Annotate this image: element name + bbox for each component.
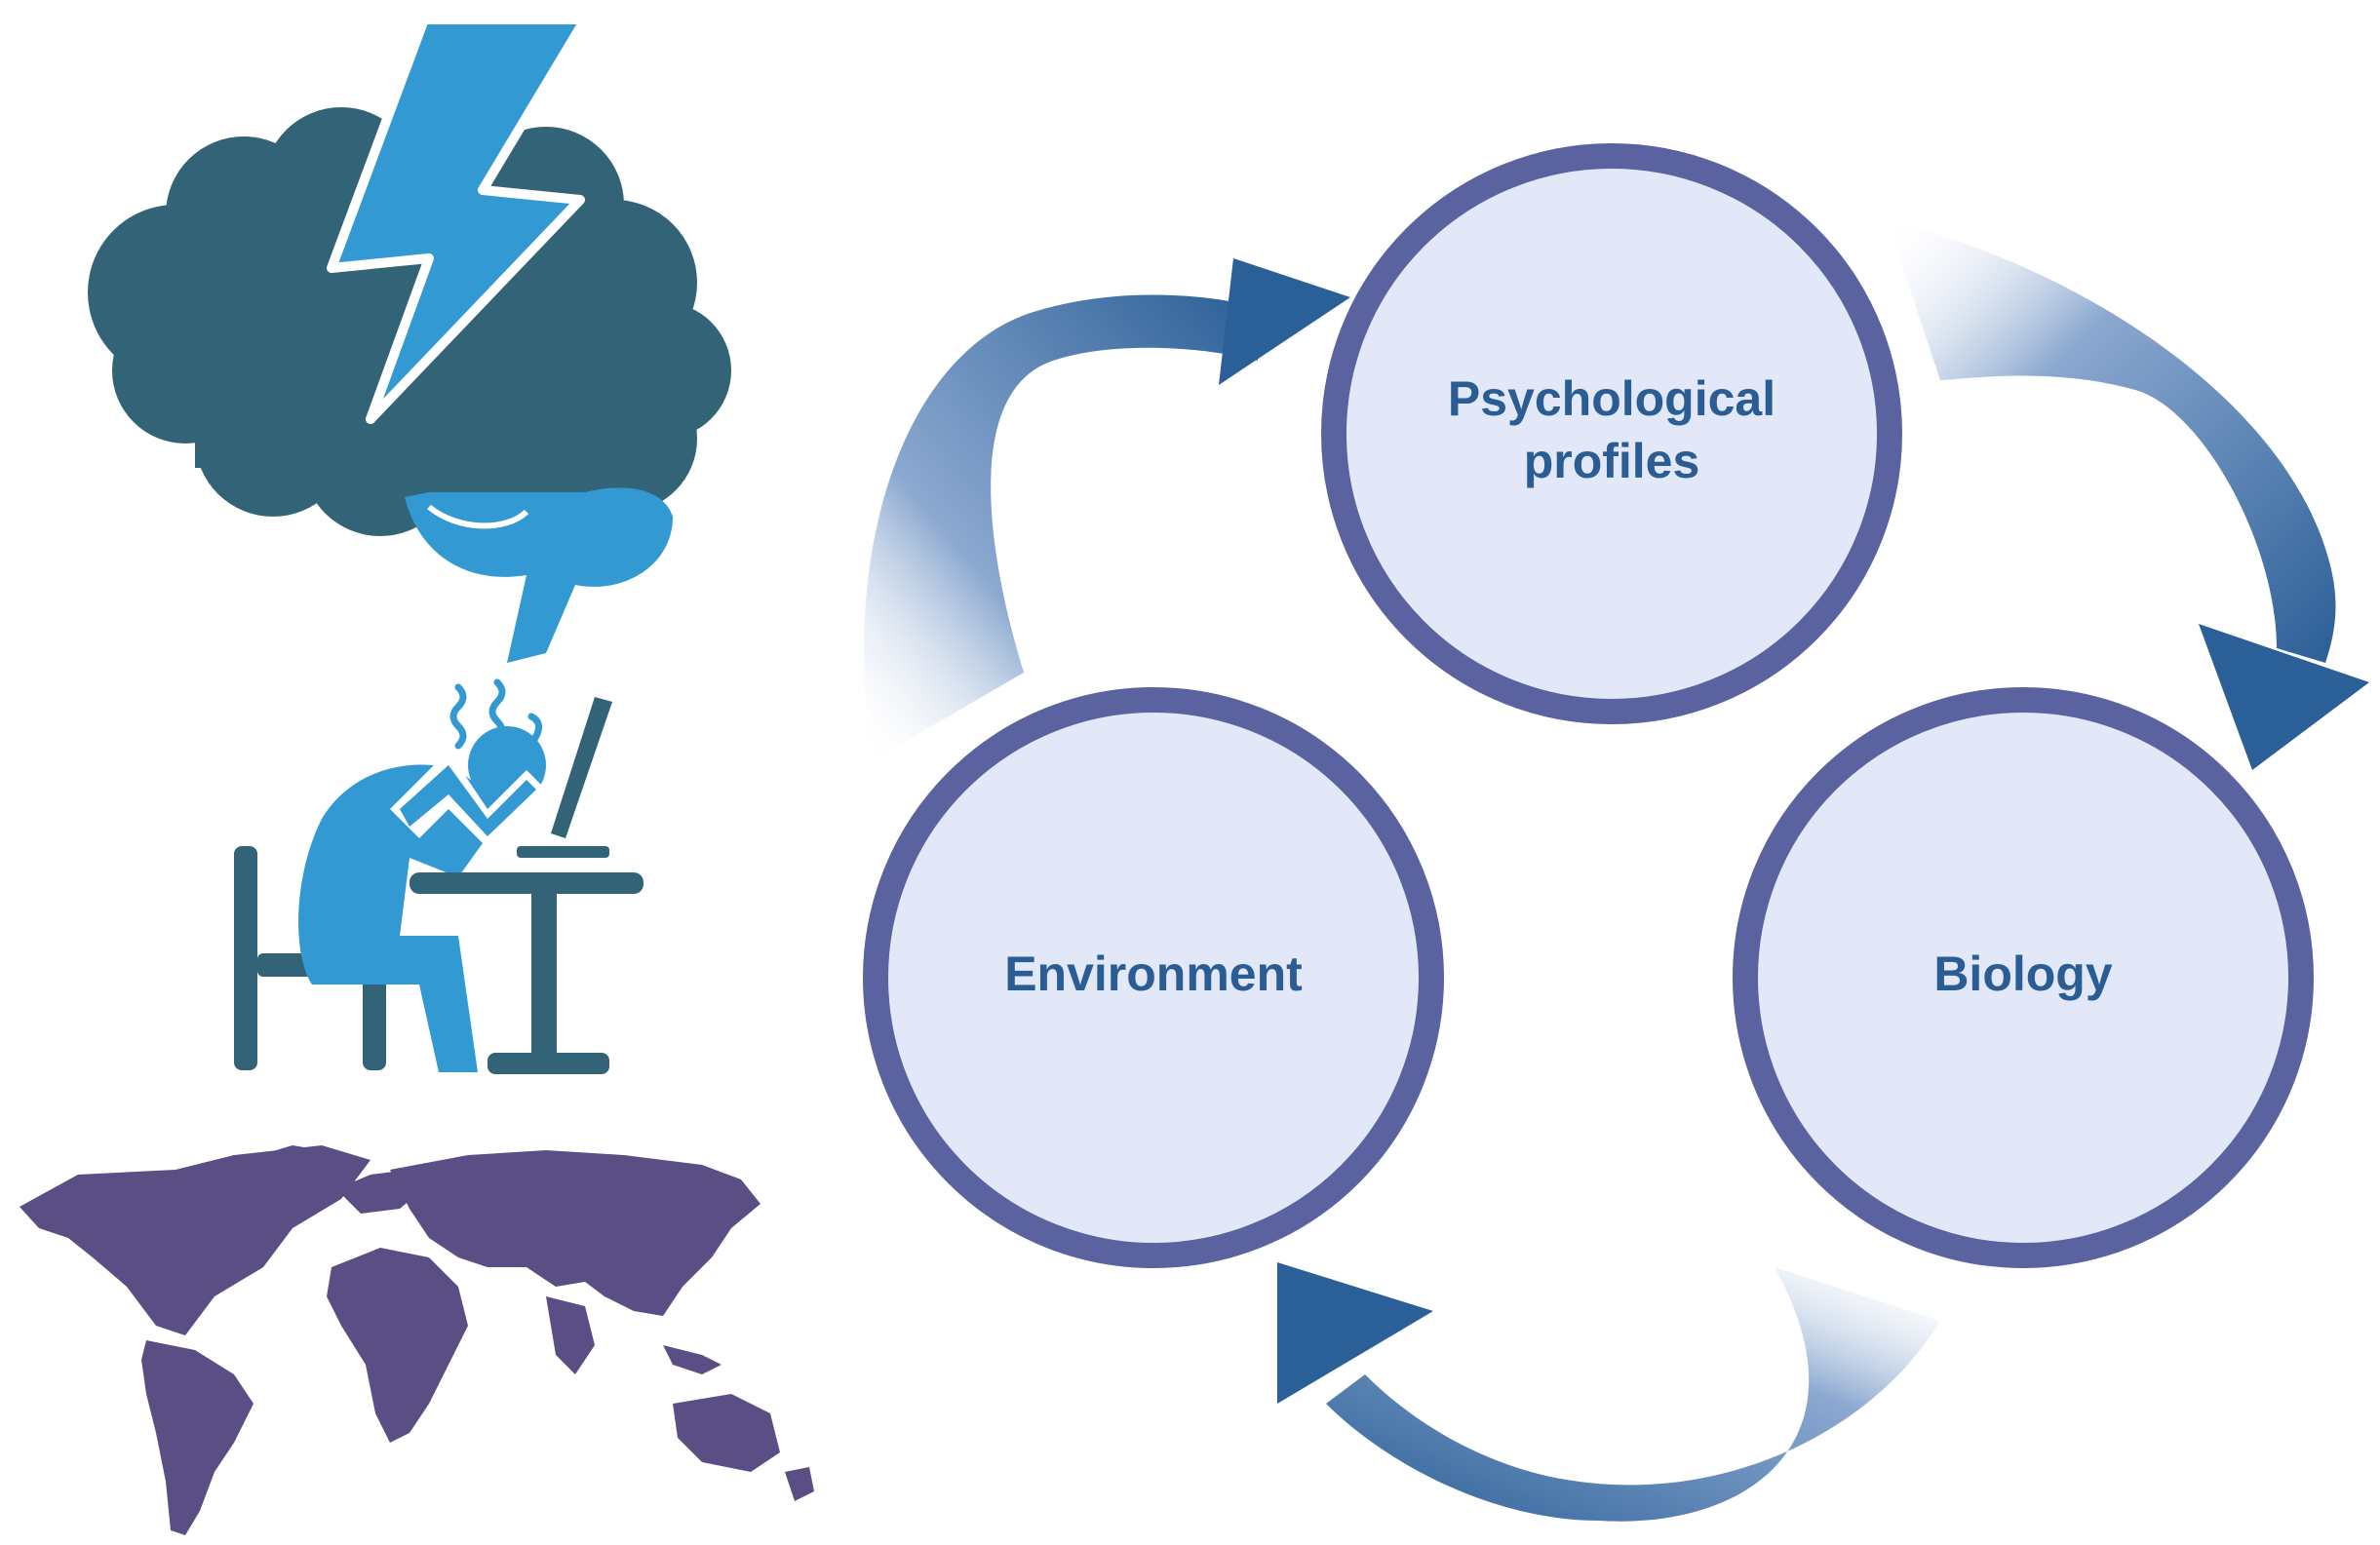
exhausted-person-at-desk-icon bbox=[234, 678, 644, 1074]
brain-stem-icon bbox=[405, 487, 673, 663]
node-label-biology: Biology bbox=[1933, 946, 2113, 1001]
arrow-biology-to-environment bbox=[1277, 1262, 1940, 1522]
stressed-brain-lightning-icon bbox=[88, 15, 731, 663]
arrow-environment-to-psychological bbox=[864, 258, 1350, 760]
node-label-psychological-line2: profiles bbox=[1524, 434, 1700, 488]
node-biology: Biology bbox=[1733, 687, 2314, 1268]
lightning-bolt-icon bbox=[327, 15, 590, 424]
node-psychological-profiles: Psychological profiles bbox=[1321, 143, 1902, 724]
node-label-psychological-line1: Psychological bbox=[1448, 371, 1775, 426]
node-environment: Environment bbox=[863, 687, 1444, 1268]
world-map-icon bbox=[20, 1145, 814, 1535]
person-icon bbox=[298, 726, 546, 1072]
desk-icon bbox=[410, 697, 644, 1074]
node-label-environment: Environment bbox=[1004, 946, 1303, 1001]
arrow-psychological-to-biology bbox=[1887, 219, 2369, 770]
